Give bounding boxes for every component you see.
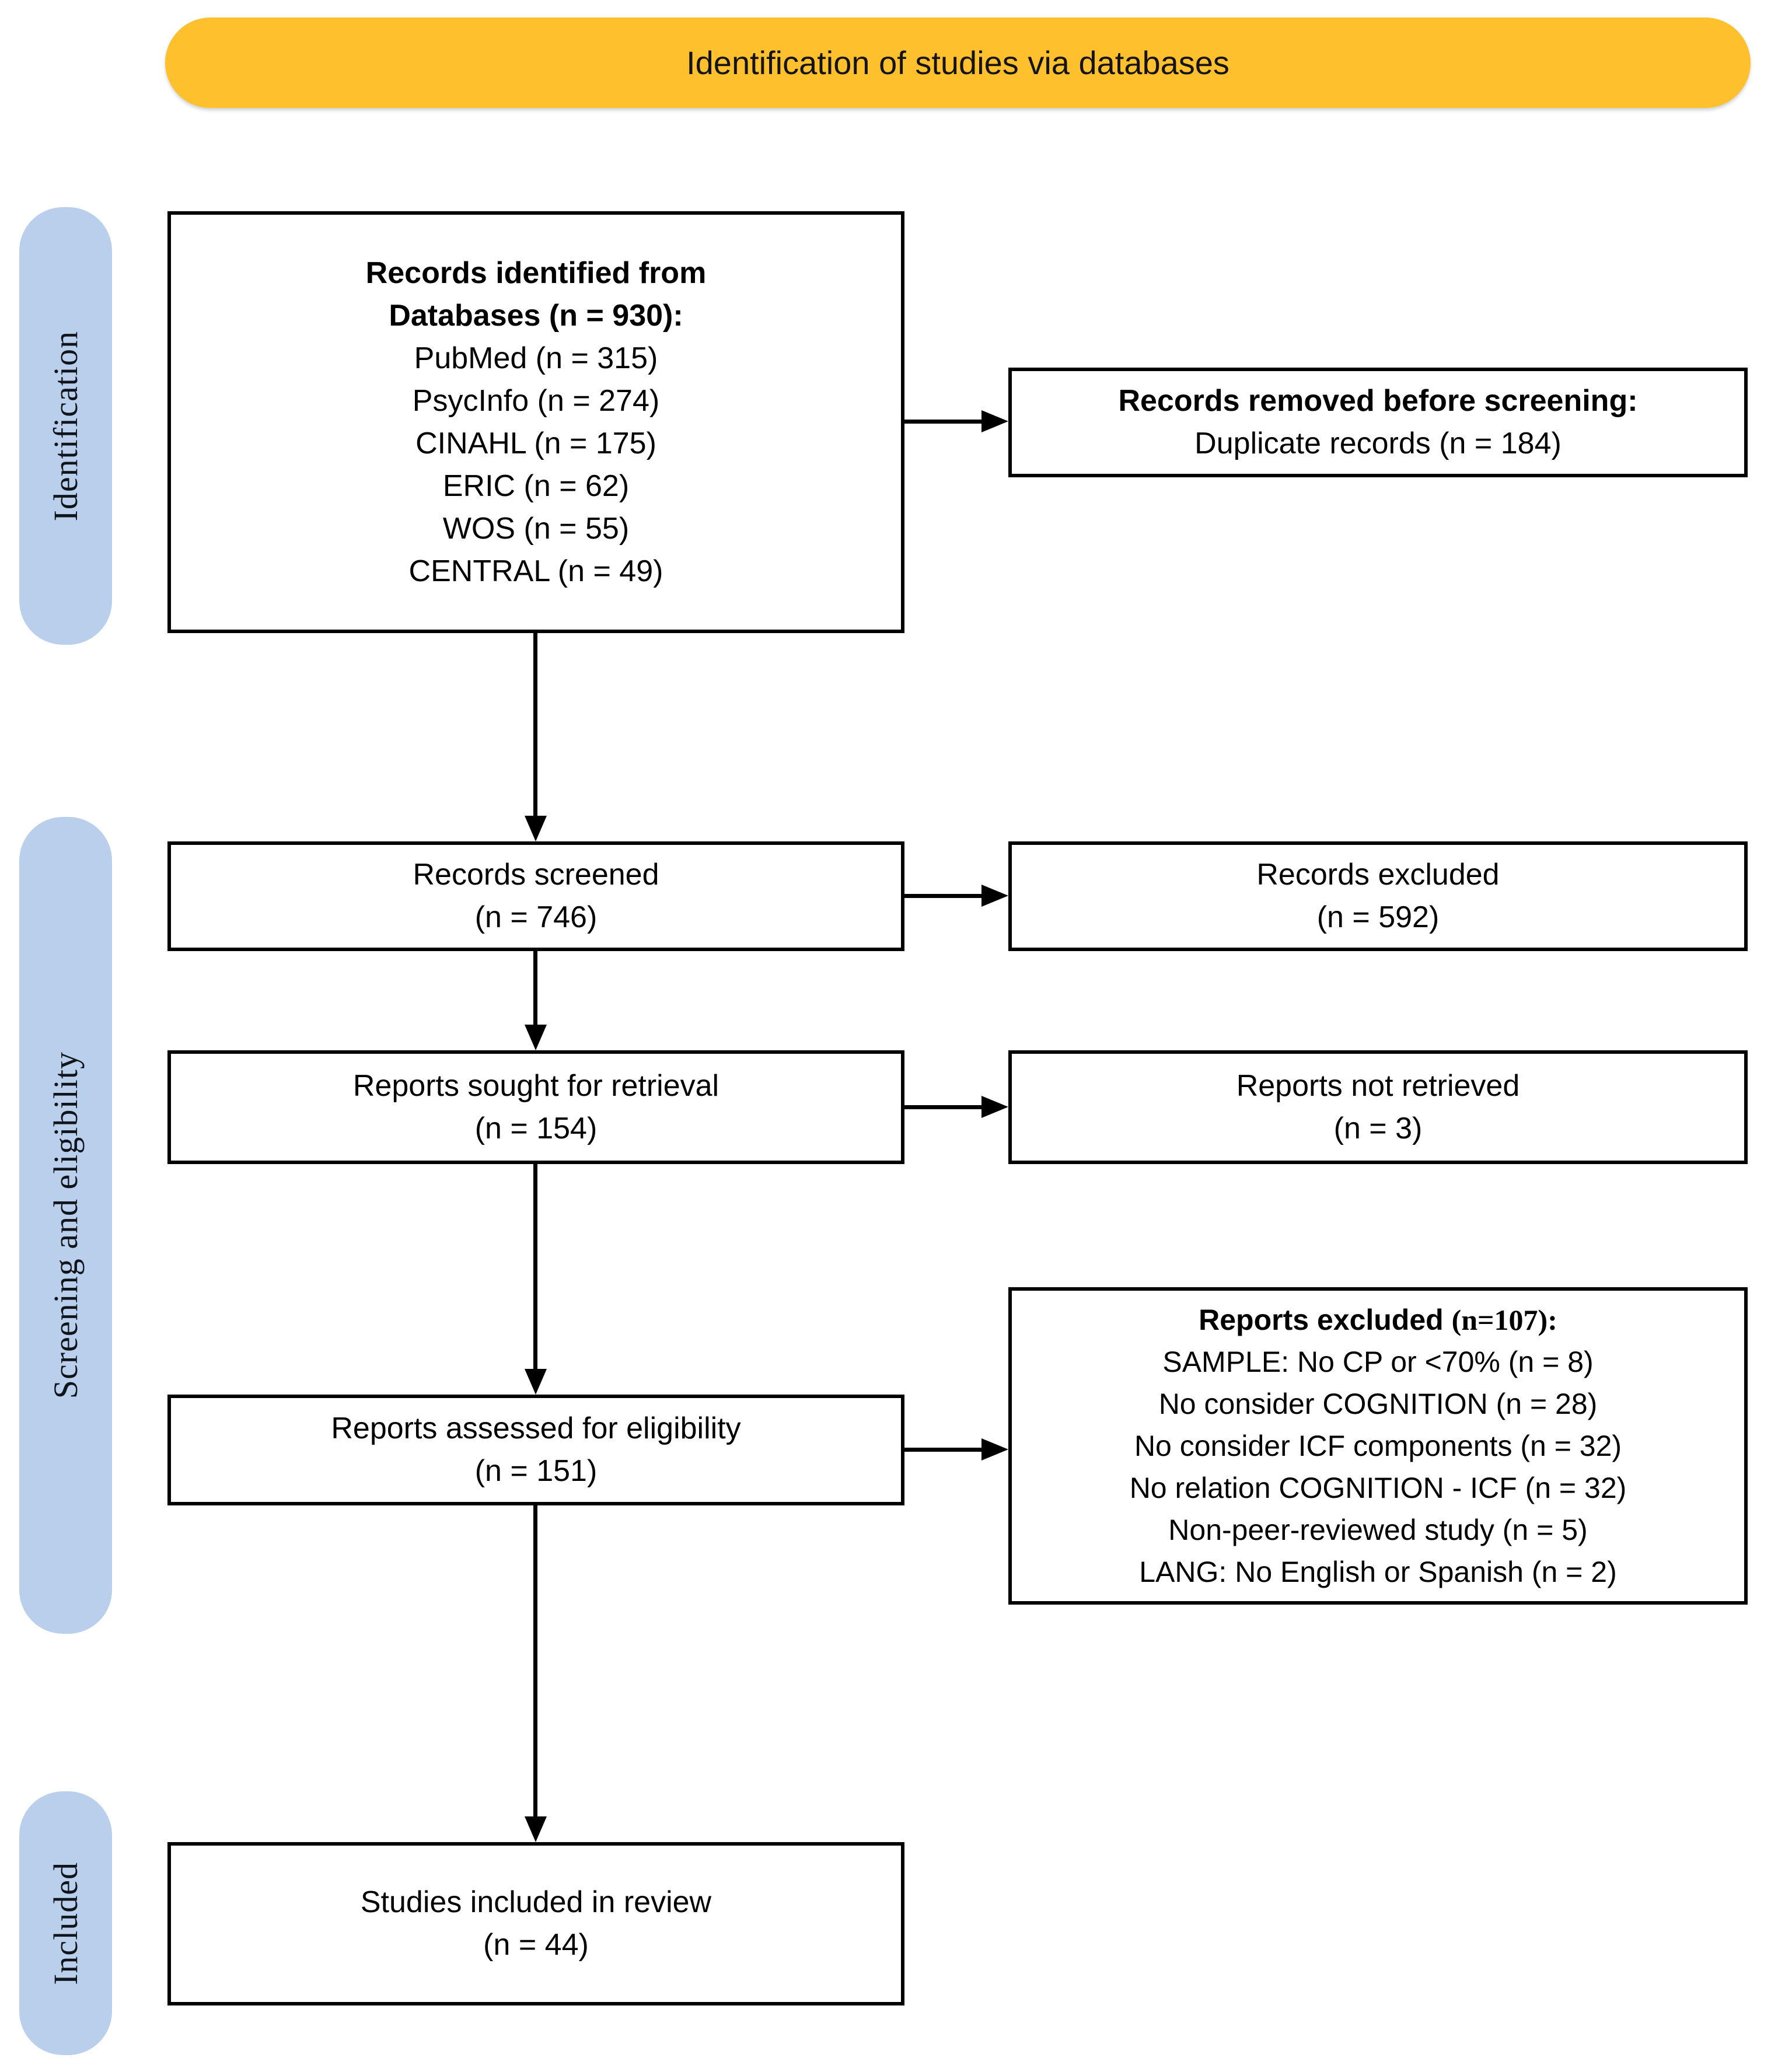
excluded-reason-non-peer: Non-peer-reviewed study (n = 5) xyxy=(1168,1514,1588,1546)
reports-sought-n: (n = 154) xyxy=(474,1111,598,1145)
reports-excluded-title-n: (n=107): xyxy=(1451,1304,1557,1336)
box-studies-included: Studies included in review (n = 44) xyxy=(167,1842,904,2005)
arrow-head-right-icon xyxy=(981,885,1008,907)
reports-not-retrieved-n: (n = 3) xyxy=(1333,1111,1423,1145)
records-identified-title-line1: Records identified from xyxy=(365,256,707,290)
records-screened-n: (n = 746) xyxy=(474,900,598,934)
excluded-reason-cognition: No consider COGNITION (n = 28) xyxy=(1158,1388,1598,1420)
records-excluded-n: (n = 592) xyxy=(1316,900,1440,934)
arrow-shaft xyxy=(904,894,981,898)
arrow-shaft xyxy=(904,1105,981,1109)
db-central: CENTRAL (n = 49) xyxy=(408,554,663,588)
arrow-shaft xyxy=(904,1448,981,1452)
excluded-reason-language: LANG: No English or Spanish (n = 2) xyxy=(1139,1556,1617,1588)
arrow-head-right-icon xyxy=(981,1438,1008,1460)
box-reports-assessed: Reports assessed for eligibility (n = 15… xyxy=(167,1395,904,1505)
box-reports-excluded: Reports excluded (n=107): SAMPLE: No CP … xyxy=(1008,1287,1748,1605)
excluded-reason-sample: SAMPLE: No CP or <70% (n = 8) xyxy=(1162,1346,1594,1378)
phase-pill-screening-eligibility: Screening and eligibility xyxy=(19,817,112,1634)
db-psycinfo: PsycInfo (n = 274) xyxy=(412,383,660,418)
phase-pill-identification: Identification xyxy=(19,207,112,645)
records-screened-label: Records screened xyxy=(413,858,659,892)
db-cinahl: CINAHL (n = 175) xyxy=(415,426,656,460)
excluded-reason-icf-components: No consider ICF components (n = 32) xyxy=(1134,1430,1622,1462)
box-records-removed: Records removed before screening: Duplic… xyxy=(1008,368,1748,477)
reports-excluded-title: Reports excluded (n=107): xyxy=(1199,1299,1557,1341)
arrow-head-down-icon xyxy=(525,1025,547,1050)
phase-pill-included: Included xyxy=(19,1791,112,2055)
banner-identification-of-studies: Identification of studies via databases xyxy=(165,18,1751,108)
arrow-shaft xyxy=(533,633,537,816)
studies-included-n: (n = 44) xyxy=(483,1928,589,1962)
excluded-reason-relation: No relation COGNITION - ICF (n = 32) xyxy=(1129,1472,1627,1504)
arrow-shaft xyxy=(533,1505,537,1816)
box-records-excluded: Records excluded (n = 592) xyxy=(1008,841,1748,951)
records-identified-title-line2: Databases (n = 930): xyxy=(389,298,683,333)
arrow-head-right-icon xyxy=(981,1096,1008,1118)
reports-assessed-n: (n = 151) xyxy=(474,1454,598,1488)
arrow-head-right-icon xyxy=(981,410,1008,432)
arrow-head-down-icon xyxy=(525,1816,547,1842)
arrow-head-down-icon xyxy=(525,1369,547,1395)
db-wos: WOS (n = 55) xyxy=(442,511,630,546)
arrow-head-down-icon xyxy=(525,816,547,841)
box-records-identified: Records identified from Databases (n = 9… xyxy=(167,211,904,633)
phase-label-identification: Identification xyxy=(47,330,85,522)
records-removed-title: Records removed before screening: xyxy=(1118,384,1638,418)
box-reports-sought: Reports sought for retrieval (n = 154) xyxy=(167,1050,904,1164)
arrow-shaft xyxy=(904,420,981,424)
studies-included-label: Studies included in review xyxy=(360,1885,712,1919)
reports-excluded-title-text: Reports excluded xyxy=(1199,1304,1452,1336)
records-excluded-label: Records excluded xyxy=(1256,858,1500,892)
reports-not-retrieved-label: Reports not retrieved xyxy=(1236,1068,1520,1103)
records-removed-duplicates: Duplicate records (n = 184) xyxy=(1194,427,1562,460)
arrow-shaft xyxy=(533,1164,537,1369)
db-pubmed: PubMed (n = 315) xyxy=(414,341,658,375)
db-eric: ERIC (n = 62) xyxy=(442,469,630,503)
box-reports-not-retrieved: Reports not retrieved (n = 3) xyxy=(1008,1050,1748,1164)
arrow-shaft xyxy=(533,951,537,1025)
reports-assessed-label: Reports assessed for eligibility xyxy=(331,1411,741,1445)
box-records-screened: Records screened (n = 746) xyxy=(167,841,904,951)
reports-sought-label: Reports sought for retrieval xyxy=(352,1068,719,1103)
phase-label-screening-eligibility: Screening and eligibility xyxy=(47,1051,85,1399)
phase-label-included: Included xyxy=(47,1861,85,1985)
banner-label: Identification of studies via databases xyxy=(686,44,1229,81)
